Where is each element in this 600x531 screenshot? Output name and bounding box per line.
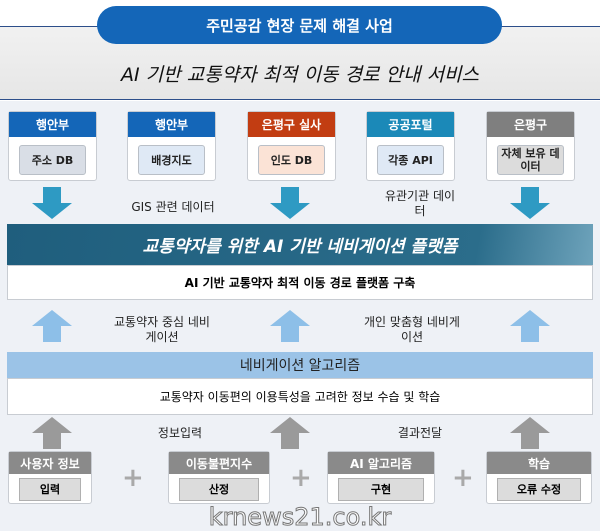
component-item: 구현 [338,478,424,501]
component-item: 산정 [179,478,259,501]
source-item: 자체 보유 데이터 [497,145,564,175]
algorithm-title: 네비게이션 알고리즘 [7,352,593,378]
gis-data-label: GIS 관련 데이터 [131,200,215,214]
page-title: AI 기반 교통약자 최적 이동 경로 안내 서비스 [120,64,480,86]
source-item: 인도 DB [258,145,325,175]
source-org: 은평구 [487,112,574,137]
component-title: 이동불편지수 [169,452,269,474]
component-title: AI 알고리즘 [328,452,434,474]
source-item: 각종 API [377,145,444,175]
up-arrow-icon [270,417,310,449]
source-org: 행안부 [9,112,96,137]
component-item: 입력 [19,478,81,501]
plus-icon: + [122,463,144,493]
up-arrow-icon [270,310,310,342]
source-org: 은평구 실사 [248,112,335,137]
down-arrow-icon [510,187,550,219]
source-item: 주소 DB [19,145,86,175]
source-org: 행안부 [128,112,215,137]
source-item: 배경지도 [138,145,205,175]
watermark: krnews21.co.kr [208,503,392,531]
up-arrow-icon [510,310,550,342]
source-org: 공공포털 [367,112,454,137]
platform-description: AI 기반 교통약자 최적 이동 경로 플랫폼 구축 [7,265,593,300]
component-title: 학습 [487,452,591,474]
up-arrow-icon [32,417,72,449]
centered-navigation-label: 교통약자 중심 네비게이션 [114,315,210,344]
agency-data-label: 유관기관 데이터 [384,189,456,218]
custom-navigation-label: 개인 맞춤형 네비게이션 [364,315,460,344]
component-title: 사용자 정보 [9,452,91,474]
input-label: 정보입력 [157,426,203,440]
up-arrow-icon [32,310,72,342]
down-arrow-icon [270,187,310,219]
algorithm-description: 교통약자 이동편의 이용특성을 고려한 정보 수습 및 학습 [7,378,593,415]
result-label: 결과전달 [397,426,443,440]
up-arrow-icon [510,417,550,449]
component-item: 오류 수정 [497,478,581,501]
platform-title: 교통약자를 위한 AI 기반 네비게이션 플랫폼 [7,224,593,265]
plus-icon: + [290,463,312,493]
down-arrow-icon [32,187,72,219]
banner: 주민공감 현장 문제 해결 사업 [97,6,502,44]
plus-icon: + [452,463,474,493]
